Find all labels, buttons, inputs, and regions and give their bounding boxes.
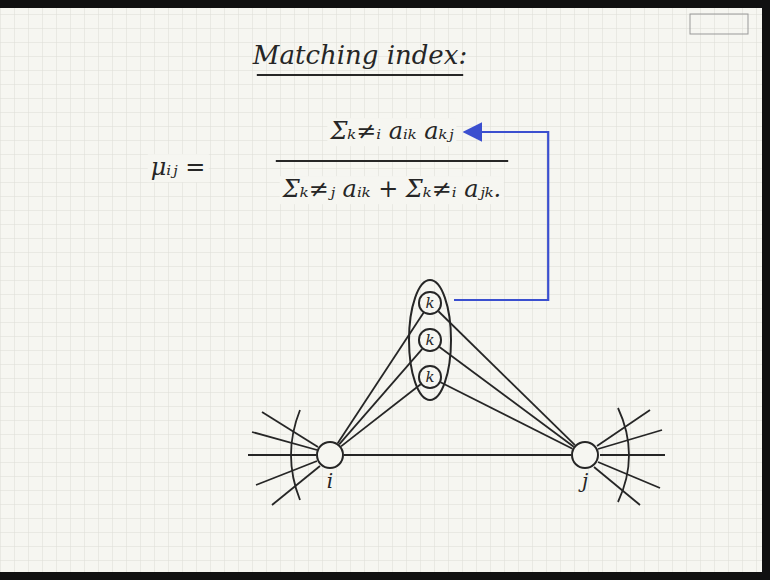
heading: Matching index: bbox=[253, 41, 467, 71]
title-underline bbox=[257, 74, 463, 76]
graph-edge bbox=[438, 311, 575, 445]
frame-bar bbox=[0, 0, 770, 8]
node-circle bbox=[316, 441, 344, 469]
frame-bar bbox=[0, 572, 770, 580]
node-label: j bbox=[582, 471, 588, 491]
stamp-box bbox=[690, 14, 748, 34]
node-label: k bbox=[425, 370, 434, 385]
graph-edge bbox=[344, 454, 571, 456]
group-oval bbox=[409, 280, 451, 400]
pointer-arrow bbox=[454, 132, 548, 300]
formula-text: Σₖ≠ᵢ aᵢₖ aₖⱼ bbox=[327, 118, 456, 146]
node-circle bbox=[571, 441, 599, 469]
graph-edge bbox=[339, 349, 422, 445]
graph-edge bbox=[439, 347, 573, 447]
formula-text: μᵢⱼ = bbox=[148, 154, 209, 182]
graph-edge bbox=[441, 382, 573, 448]
node-label: k bbox=[425, 333, 434, 348]
graph-edge bbox=[341, 384, 421, 446]
frame-bar bbox=[762, 0, 770, 580]
graph-edge bbox=[338, 313, 424, 443]
formula-text: Σₖ≠ⱼ aᵢₖ + Σₖ≠ᵢ aⱼₖ. bbox=[280, 176, 504, 204]
node-label: k bbox=[425, 296, 434, 311]
extra-links bbox=[248, 408, 665, 505]
fraction-bar bbox=[276, 160, 508, 162]
node-label: i bbox=[327, 471, 333, 491]
